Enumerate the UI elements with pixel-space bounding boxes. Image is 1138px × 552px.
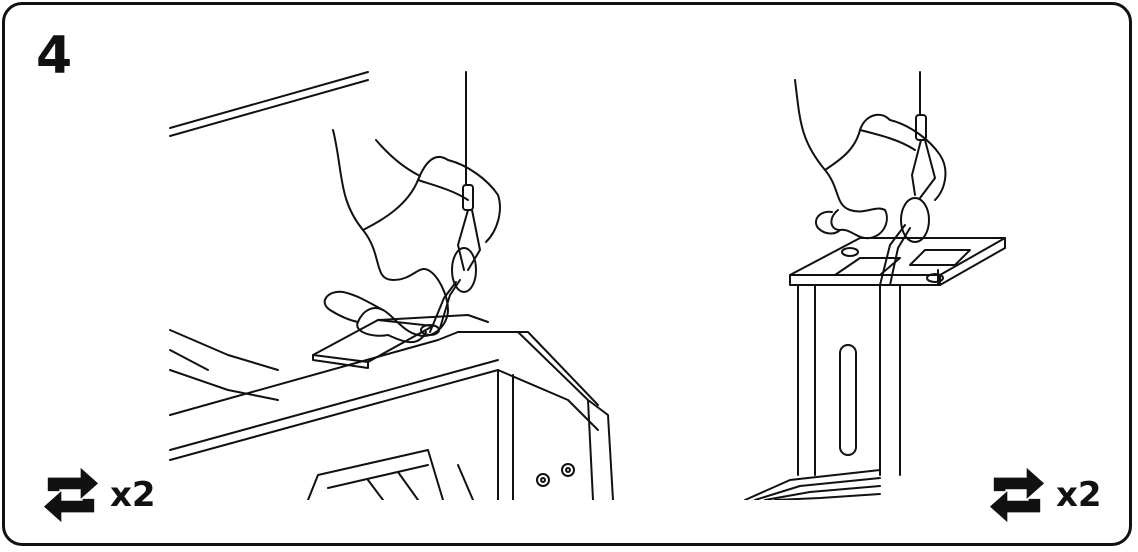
- left-illustration-hook-on-unit-bracket: [168, 70, 628, 500]
- repeat-icon: [43, 467, 99, 523]
- right-illustration-hook-on-column-plate: [740, 70, 1020, 500]
- step-number: 4: [36, 26, 73, 86]
- repeat-indicator-left: x2: [42, 466, 156, 524]
- repeat-count-label: x2: [110, 475, 156, 515]
- repeat-count-label: x2: [1056, 475, 1102, 515]
- repeat-indicator-right: x2: [988, 466, 1102, 524]
- repeat-icon: [989, 467, 1045, 523]
